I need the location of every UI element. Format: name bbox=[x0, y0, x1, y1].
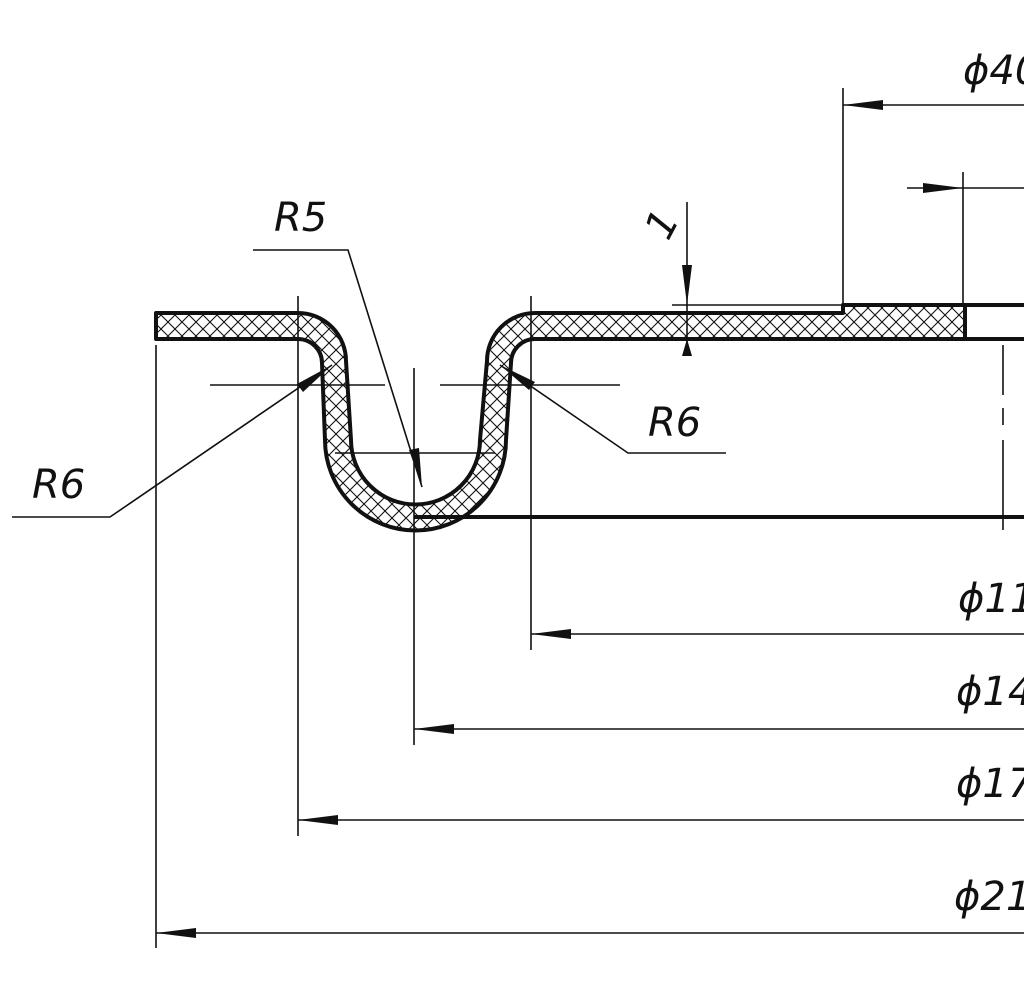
label-thickness: 1 bbox=[636, 203, 689, 247]
dimension-dia-40-line bbox=[843, 100, 1024, 110]
label-r5: R5 bbox=[274, 195, 327, 241]
leader-r6-left bbox=[12, 364, 333, 518]
dimension-dia-110-line bbox=[531, 629, 1024, 639]
gasket-section bbox=[154, 303, 967, 533]
dimension-dia-140-line bbox=[414, 724, 1024, 734]
dimension-thickness bbox=[682, 202, 692, 356]
leader-r5 bbox=[253, 249, 423, 488]
label-dia-170: ϕ17 bbox=[956, 761, 1024, 807]
construction-lines bbox=[210, 384, 620, 454]
right-continuation bbox=[414, 303, 1024, 519]
label-dia-110: ϕ11 bbox=[958, 576, 1024, 622]
label-r6-right: R6 bbox=[648, 400, 701, 446]
label-dia-210: ϕ21 bbox=[954, 874, 1024, 920]
dimension-dia-inner-line bbox=[907, 183, 1024, 193]
dimension-dia-210-line bbox=[156, 928, 1024, 938]
label-dia-40: ϕ40 bbox=[963, 48, 1024, 94]
label-dia-140: ϕ14 bbox=[956, 669, 1024, 715]
dimension-dia-170-line bbox=[298, 815, 1024, 825]
extension-lines bbox=[155, 88, 964, 948]
label-r6-left: R6 bbox=[32, 462, 85, 508]
leader-r6-right bbox=[499, 364, 726, 454]
